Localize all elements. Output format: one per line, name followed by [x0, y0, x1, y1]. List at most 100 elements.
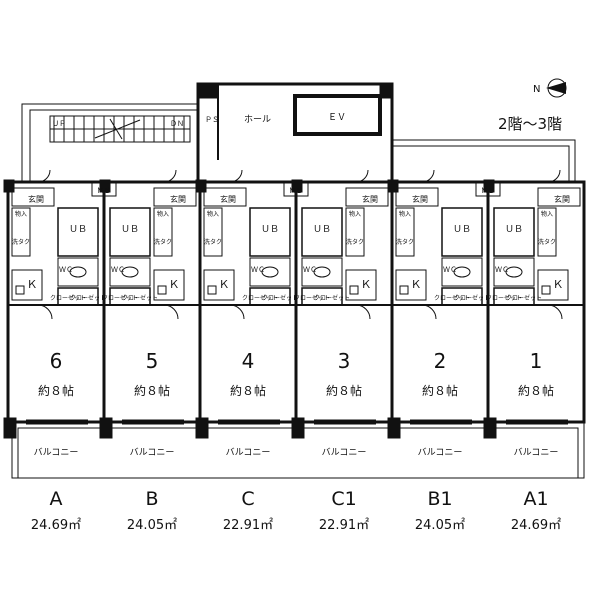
toilet-room — [249, 257, 291, 287]
toilet-label: ＷＣ — [251, 266, 265, 274]
entrance-label: 玄関 — [362, 194, 378, 204]
stairs-down-label: ＤＮ — [170, 120, 184, 128]
unit-area-label: 24.69㎡ — [30, 518, 82, 533]
entrance-label: 玄関 — [28, 194, 44, 204]
unit-bath-room — [301, 207, 343, 257]
storage-laundry — [537, 207, 557, 257]
balcony-label: バルコニー — [34, 447, 79, 458]
door-swing-icon — [229, 304, 245, 320]
entrance-area — [345, 187, 389, 207]
door-swing-icon — [547, 169, 561, 183]
room-size: 約８帖 — [230, 383, 266, 398]
unit-bath-label: ＵＢ — [121, 225, 139, 235]
toilet-room — [493, 257, 535, 287]
room-size: 約８帖 — [134, 383, 170, 398]
closet-label: クローゼット — [102, 294, 138, 302]
door-swing-icon — [163, 304, 179, 320]
meter-box-label: ＭＢ — [481, 187, 495, 195]
kitchen-area — [395, 269, 427, 301]
unit-bath-room — [249, 207, 291, 257]
unit-area-label: 24.05㎡ — [414, 518, 466, 533]
kitchen-area — [11, 269, 43, 301]
toilet-room — [441, 257, 483, 287]
unit-bath-label: ＵＢ — [69, 225, 87, 235]
closet-label: クローゼット — [434, 294, 470, 302]
room-number: 1 — [530, 349, 543, 373]
north-compass-icon: N — [533, 78, 567, 98]
closet — [109, 287, 151, 306]
balcony-label: バルコニー — [418, 447, 463, 458]
kitchen-label: Ｋ — [553, 278, 564, 291]
entrance-area — [203, 187, 247, 207]
pipe-space-label: ＰＳ — [205, 116, 219, 124]
room-number: 3 — [338, 349, 351, 373]
storage-label: 物入 — [207, 210, 219, 218]
toilet-label: ＷＣ — [111, 266, 125, 274]
laundry-label: 洗タク — [538, 238, 556, 246]
toilet-label: ＷＣ — [303, 266, 317, 274]
door-swing-icon — [163, 169, 177, 183]
room-size: 約８帖 — [422, 383, 458, 398]
closet-label: クローゼット — [486, 294, 522, 302]
toilet-label: ＷＣ — [443, 266, 457, 274]
kitchen-area — [153, 269, 185, 301]
unit-bath-label: ＵＢ — [261, 225, 279, 235]
closet-label: クローゼット — [122, 294, 158, 302]
entrance-area — [11, 187, 55, 207]
entrance-label: 玄関 — [170, 194, 186, 204]
room-number: 2 — [434, 349, 447, 373]
toilet-room — [301, 257, 343, 287]
toilet-icon — [69, 266, 87, 278]
toilet-icon — [453, 266, 471, 278]
room-size: 約８帖 — [518, 383, 554, 398]
unit-type-label: A — [49, 488, 63, 510]
door-swing-icon — [355, 169, 369, 183]
closet-label: クローゼット — [314, 294, 350, 302]
meter-box-label: ＭＢ — [97, 187, 111, 195]
entrance-area — [537, 187, 581, 207]
stove-icon — [207, 285, 217, 295]
closet-label: クローゼット — [294, 294, 330, 302]
storage-label: 物入 — [15, 210, 27, 218]
closet-label: クローゼット — [506, 294, 542, 302]
door-swing-icon — [37, 169, 51, 183]
storage-label: 物入 — [541, 210, 553, 218]
unit-area-label: 22.91㎡ — [318, 518, 370, 533]
room-number: 5 — [146, 349, 159, 373]
room-number: 4 — [242, 349, 255, 373]
elevator-label: ＥＶ — [328, 113, 346, 123]
toilet-room — [57, 257, 99, 287]
balcony-label: バルコニー — [130, 447, 175, 458]
closet-label: クローゼット — [50, 294, 86, 302]
storage-laundry — [153, 207, 173, 257]
laundry-label: 洗タク — [396, 238, 414, 246]
unit-type-label: B1 — [427, 488, 453, 510]
unit-area-label: 24.05㎡ — [126, 518, 178, 533]
unit-bath-room — [441, 207, 483, 257]
staircase — [49, 115, 191, 143]
closet — [57, 287, 99, 306]
balcony-outline — [11, 421, 585, 479]
closet — [249, 287, 291, 306]
door-swing-icon — [421, 169, 435, 183]
meter-box-label: ＭＢ — [289, 187, 303, 195]
column — [387, 179, 399, 193]
stove-icon — [349, 285, 359, 295]
unit-bath-label: ＵＢ — [453, 225, 471, 235]
closet-label: クローゼット — [262, 294, 298, 302]
unit-bath-room — [493, 207, 535, 257]
toilet-label: ＷＣ — [59, 266, 73, 274]
room-number: 6 — [50, 349, 63, 373]
room-size: 約８帖 — [38, 383, 74, 398]
door-swing-icon — [229, 169, 243, 183]
storage-label: 物入 — [399, 210, 411, 218]
unit-area-label: 24.69㎡ — [510, 518, 562, 533]
storage-laundry — [203, 207, 223, 257]
unit-type-label: B — [145, 488, 159, 510]
kitchen-label: Ｋ — [411, 278, 422, 291]
